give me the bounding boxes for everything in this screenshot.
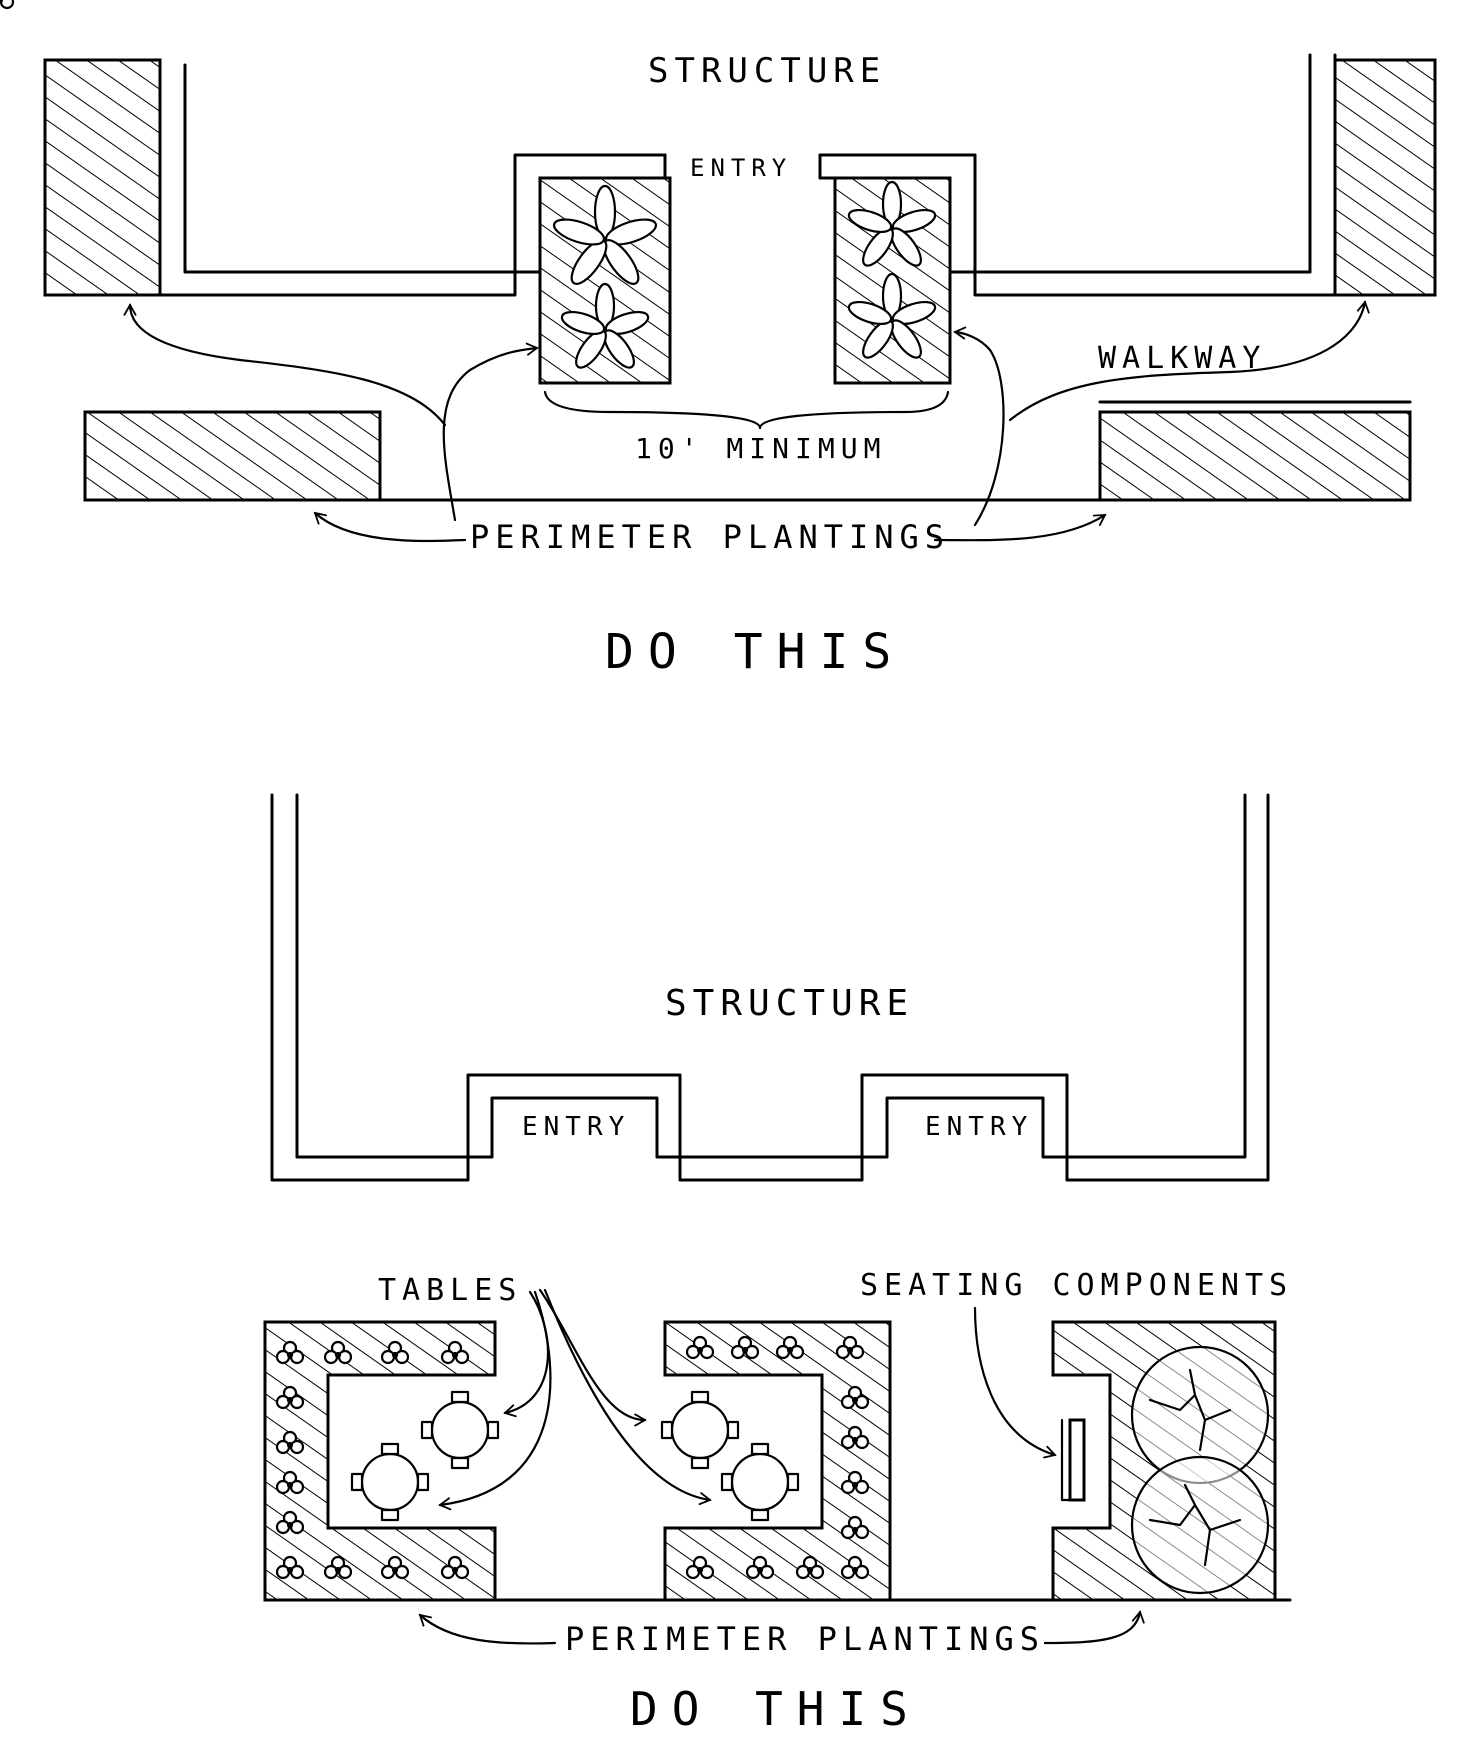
- tables-label: TABLES: [378, 1273, 522, 1308]
- table-icon: [720, 1442, 800, 1522]
- bottom-tables: [350, 1390, 800, 1522]
- top-arrow-walkway: [1008, 300, 1370, 422]
- bottom-structure-outline-outer: [270, 793, 1270, 1182]
- top-structure-label: STRUCTURE: [648, 51, 886, 91]
- bottom-structure-label: STRUCTURE: [665, 983, 914, 1024]
- seating-bench: [1068, 1418, 1086, 1502]
- table-icon: [420, 1390, 500, 1470]
- bottom-perimeter-label: PERIMETER PLANTINGS: [565, 1620, 1045, 1658]
- flower-icon: [0, 0, 15, 10]
- bottom-caption: DO THIS: [630, 1682, 922, 1736]
- top-minimum-brace: [543, 390, 950, 430]
- top-arrow-to-left-block: [123, 303, 447, 427]
- top-arrow-perimeter-left: [313, 511, 467, 543]
- top-structure-outline-outer: [158, 53, 1337, 297]
- table-icon: [660, 1390, 740, 1470]
- bottom-entry-left-label: ENTRY: [522, 1112, 630, 1142]
- top-perimeter-label: PERIMETER PLANTINGS: [470, 518, 950, 556]
- bottom-diagram: STRUCTURE ENTRY ENTRY TABLES SEATING COM…: [0, 0, 1293, 1736]
- top-left-perimeter-planting: [83, 410, 382, 502]
- tables-arrow-2: [438, 1290, 552, 1511]
- top-diagram: STRUCTURE ENTRY WALKWAY 10' MINIMUM PERI…: [43, 51, 1437, 680]
- seating-bench-frame: [1060, 1418, 1080, 1502]
- tables-arrow-1: [503, 1290, 550, 1418]
- seating-label: SEATING COMPONENTS: [860, 1268, 1293, 1303]
- bottom-structure-outline-inner: [295, 793, 1247, 1159]
- top-entry-label: ENTRY: [690, 154, 792, 182]
- bottom-arrow-perimeter-right: [1043, 1610, 1145, 1645]
- tables-arrow-4: [543, 1288, 712, 1506]
- tree-icon: [1130, 1455, 1270, 1595]
- bottom-middle-planter: [663, 1320, 892, 1602]
- table-icon: [350, 1442, 430, 1522]
- top-caption: DO THIS: [605, 624, 905, 680]
- top-arrow-to-left-planter: [442, 342, 539, 522]
- top-right-perimeter-planting: [1098, 410, 1412, 502]
- top-left-building-block: [43, 58, 162, 297]
- bottom-arrow-perimeter-left: [418, 1613, 557, 1645]
- bottom-flower-icons: [0, 0, 870, 1580]
- top-planter-flower-icon: [552, 180, 937, 369]
- top-right-building-block: [1333, 58, 1437, 297]
- top-arrow-perimeter-right: [933, 513, 1107, 542]
- bottom-entry-right-label: ENTRY: [925, 1112, 1033, 1142]
- top-minimum-label: 10' MINIMUM: [635, 432, 886, 465]
- tables-arrow-3: [538, 1288, 647, 1427]
- top-walkway-label: WALKWAY: [1098, 341, 1266, 376]
- bottom-tree-icons: [1130, 1345, 1270, 1595]
- seating-arrow: [973, 1306, 1057, 1459]
- top-arrow-to-right-planter: [953, 326, 1005, 527]
